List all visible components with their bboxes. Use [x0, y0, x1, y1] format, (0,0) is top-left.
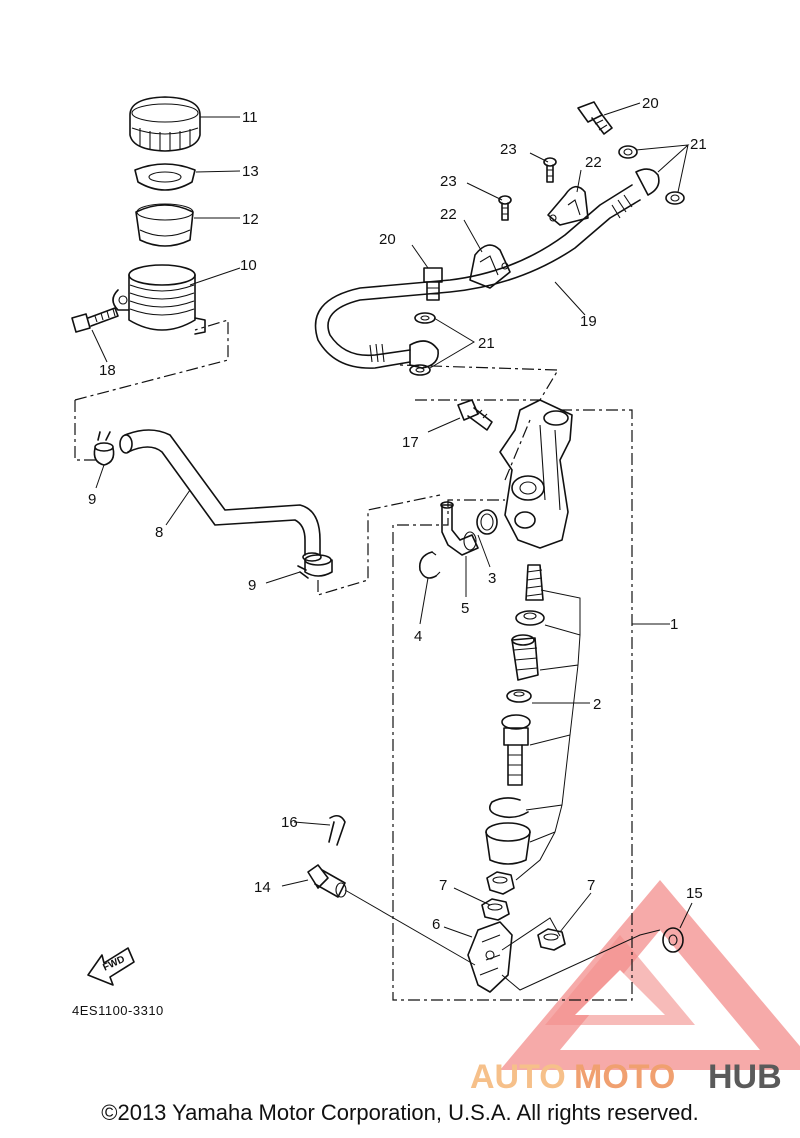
fwd-arrow-icon: FWD	[87, 947, 135, 986]
callout-14: 14	[254, 879, 271, 896]
guide-screw-right	[543, 157, 557, 183]
diagram-code: 4ES1100-3310	[72, 1003, 164, 1018]
callout-21-top: 21	[690, 136, 707, 153]
hose-joint	[440, 501, 479, 556]
callout-numbers: 11 13 12 10 18 9 8 9 20 21 23 22 23 22 2…	[88, 95, 707, 933]
callout-22-right: 22	[585, 154, 602, 171]
brake-hose	[314, 168, 660, 369]
callout-4: 4	[414, 628, 422, 645]
lock-nut-upper	[486, 871, 515, 895]
hose-clamp-upper	[93, 431, 115, 466]
reservoir-tank	[112, 264, 206, 335]
master-cylinder-bolt	[457, 399, 493, 431]
callout-18: 18	[99, 362, 116, 379]
hose-clamp-lower	[297, 554, 333, 579]
master-cylinder-body	[499, 399, 573, 549]
union-bolt-left	[423, 267, 443, 301]
diaphragm	[135, 203, 194, 247]
hose-guide-right	[547, 185, 589, 226]
callout-11: 11	[242, 109, 258, 126]
callout-13: 13	[242, 163, 259, 180]
copper-washers	[409, 145, 685, 376]
diaphragm-plate	[134, 163, 196, 191]
lock-nut-middle	[481, 898, 510, 921]
callout-7-left: 7	[439, 877, 447, 894]
reservoir-cap	[129, 96, 201, 152]
callout-22-left: 22	[440, 206, 457, 223]
watermark-text: AUTO MOTO HUB	[470, 1058, 782, 1096]
callout-10: 10	[240, 257, 257, 274]
watermark-moto: MOTO	[574, 1058, 675, 1096]
cotter-pin	[328, 814, 346, 846]
watermark-logo	[500, 880, 800, 1070]
piston-kit	[485, 564, 545, 865]
watermark-hub: HUB	[708, 1058, 782, 1096]
reservoir-hose	[119, 429, 322, 562]
hose-guide-left	[469, 244, 511, 289]
union-bolt-top	[577, 101, 613, 135]
callout-7-right: 7	[587, 877, 595, 894]
callout-16: 16	[281, 814, 298, 831]
plain-washer	[662, 927, 684, 953]
leader-lines	[91, 102, 693, 991]
callout-20-left: 20	[379, 231, 396, 248]
clevis	[467, 921, 513, 993]
callout-5: 5	[461, 600, 469, 617]
callout-9-upper: 9	[88, 491, 96, 508]
callout-20-top: 20	[642, 95, 659, 112]
watermark-auto: AUTO	[470, 1058, 566, 1096]
reservoir-bolt	[71, 307, 119, 333]
callout-3: 3	[488, 570, 496, 587]
callout-8: 8	[155, 524, 163, 541]
guide-screw-left	[498, 195, 512, 221]
callout-23-right: 23	[500, 141, 517, 158]
clevis-pin	[307, 864, 347, 898]
callout-21-left: 21	[478, 335, 495, 352]
callout-15: 15	[686, 885, 703, 902]
lock-nut-right	[537, 928, 566, 951]
callout-23-left: 23	[440, 173, 457, 190]
callout-9-lower: 9	[248, 577, 256, 594]
callout-1: 1	[670, 616, 678, 633]
callout-12: 12	[242, 211, 259, 228]
copyright-notice: ©2013 Yamaha Motor Corporation, U.S.A. A…	[101, 1100, 699, 1125]
fwd-label: FWD	[101, 954, 126, 974]
assembly-boundaries	[74, 319, 633, 1001]
o-ring	[476, 509, 498, 535]
callout-2: 2	[593, 696, 601, 713]
callout-6: 6	[432, 916, 440, 933]
callout-19: 19	[580, 313, 597, 330]
callout-17: 17	[402, 434, 419, 451]
circlip-small	[418, 551, 441, 579]
